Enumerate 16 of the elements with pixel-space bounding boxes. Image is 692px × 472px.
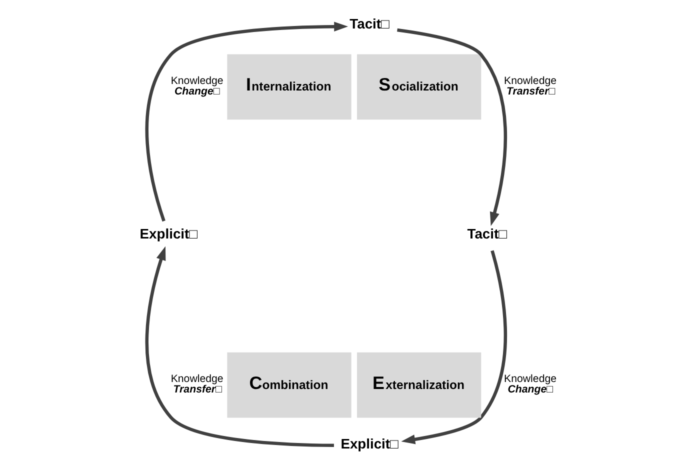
edge-label: Knowledge Transfer□ [170,373,224,396]
node-box: Externalization [357,352,482,418]
node-box: Internalization [227,54,352,120]
node-text: Explicit□ [140,226,198,242]
edge-label: Knowledge Transfer□ [504,75,557,98]
node-text: Explicit□ [340,435,398,452]
arrow [145,22,348,222]
node-box: Socialization [357,54,482,120]
node-box: Combination [227,352,352,418]
arrow [401,250,507,444]
node-text: Tacit□ [467,226,508,242]
edge-label: Knowledge Change□ [170,75,224,98]
arrow [397,28,508,226]
arrow [145,246,334,448]
edge-label: Knowledge Change□ [504,373,557,396]
node-text: Tacit□ [350,16,390,32]
